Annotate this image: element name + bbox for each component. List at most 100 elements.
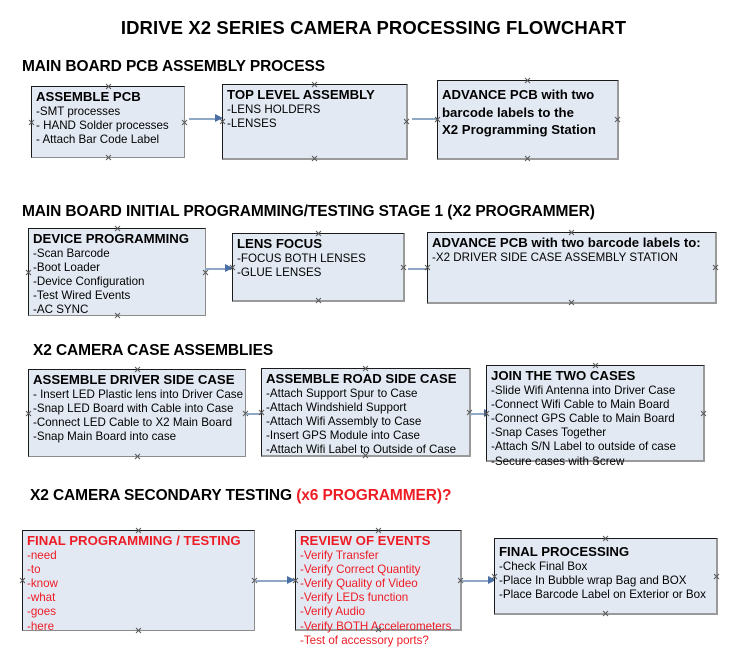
connection-handle-right[interactable] [614,116,621,123]
box-line: -LENSES [227,116,277,130]
connection-handle-right[interactable] [700,410,707,417]
box-line: -Verify BOTH Accelerometers [300,619,452,633]
connection-handle-left[interactable] [424,264,431,271]
box-line: -Snap Main Board into case [33,430,177,444]
box-line-overflow: -Test of accessory ports? [300,633,429,647]
box-line: -AC SYNC [33,303,89,317]
box-line: -Scan Barcode [33,246,110,260]
box-line: -Insert GPS Module into Case [266,429,421,443]
box-line: -Place Barcode Label on Exterior or Box [499,587,706,601]
box-title: LENS FOCUS [237,236,322,251]
box-review-of-events[interactable]: REVIEW OF EVENTS -Verify Transfer -Verif… [292,530,464,647]
box-body: -SMT processes - HAND Solder processes -… [36,105,181,148]
box-body: -Verify Transfer -Verify Correct Quantit… [300,549,457,648]
connection-handle-top[interactable] [524,77,531,84]
connection-handle-left[interactable] [292,577,299,584]
connection-handle-left[interactable] [28,119,35,126]
connection-handle-right[interactable] [202,269,209,276]
box-body: -Check Final Box -Place In Bubble wrap B… [499,560,713,603]
connection-handle-right[interactable] [712,264,719,271]
connection-handle-right[interactable] [457,577,464,584]
box-line: -Snap LED Board with Cable into Case [33,401,234,415]
box-title: REVIEW OF EVENTS [300,533,431,548]
box-line: - Insert LED Plastic lens into Driver Ca… [33,387,244,401]
box-line: -know [27,576,58,590]
arrow-shaft [205,268,226,270]
connection-handle-left[interactable] [434,116,441,123]
box-title-line: ADVANCE PCB with two [442,87,595,102]
connection-handle-left[interactable] [219,118,226,125]
page-title: IDRIVE X2 SERIES CAMERA PROCESSING FLOWC… [120,17,627,38]
section-heading-main-board-initial-programming: MAIN BOARD INITIAL PROGRAMMING/TESTING S… [22,203,595,220]
section-heading-x2-camera-case-assemblies: X2 CAMERA CASE ASSEMBLIES [33,342,274,359]
box-title: ASSEMBLE ROAD SIDE CASE [266,371,457,386]
connection-handle-right[interactable] [400,264,407,271]
section-heading-red-note: (x6 PROGRAMMER)? [296,487,452,504]
box-line: -FOCUS BOTH LENSES [237,251,366,265]
box-line: -Place In Bubble wrap Bag and BOX [499,573,687,587]
connector-review-to-final-processing [462,576,496,585]
box-title: ASSEMBLE DRIVER SIDE CASE [33,372,235,387]
box-advance-pcb-to-driver-side-station[interactable]: ADVANCE PCB with two barcode labels to: … [427,232,717,304]
box-line: -Snap Cases Together [491,426,607,440]
connection-handle-bottom[interactable] [568,299,575,306]
connection-handle-bottom[interactable] [602,610,609,617]
connection-handle-right[interactable] [242,410,249,417]
connector-device-programming-to-lens-focus [205,264,233,273]
box-final-processing[interactable]: FINAL PROCESSING -Check Final Box -Place… [494,538,718,615]
box-assemble-driver-side-case[interactable]: ASSEMBLE DRIVER SIDE CASE - Insert LED P… [28,369,246,457]
connection-handle-left[interactable] [491,573,498,580]
connection-handle-bottom[interactable] [315,297,322,304]
box-assemble-pcb[interactable]: ASSEMBLE PCB -SMT processes - HAND Solde… [31,86,185,158]
connection-handle-bottom[interactable] [311,155,318,162]
box-join-the-two-cases[interactable]: JOIN THE TWO CASES -Slide Wifi Antenna i… [483,365,707,468]
box-line: -Attach Support Spur to Case [266,386,418,400]
box-line: -Test Wired Events [33,289,131,303]
box-assemble-road-side-case[interactable]: ASSEMBLE ROAD SIDE CASE -Attach Support … [261,368,471,457]
connection-handle-right[interactable] [251,577,258,584]
connection-handle-left[interactable] [483,410,490,417]
connection-handle-left[interactable] [19,577,26,584]
connection-handle-left[interactable] [258,409,265,416]
connection-handle-bottom[interactable] [524,155,531,162]
box-title: ASSEMBLE PCB [36,89,141,104]
box-line: -Check Final Box [499,559,588,573]
box-line: -Verify Correct Quantity [300,562,421,576]
box-line: -Device Configuration [33,274,145,288]
box-line: -Connect LED Cable to X2 Main Board [33,415,233,429]
connection-handle-top[interactable] [602,535,609,542]
box-line: -Secure cases with Screw [491,454,625,468]
connection-handle-bottom[interactable] [134,453,141,460]
box-body: -need -to -know -what -goes -here [27,549,251,634]
box-body: -LENS HOLDERS -LENSES [227,103,403,131]
connection-handle-left[interactable] [25,410,32,417]
connection-handle-left[interactable] [25,269,32,276]
box-body: - Insert LED Plastic lens into Driver Ca… [33,387,244,445]
box-line: -Connect GPS Cable to Main Board [491,411,675,425]
box-body: -Attach Support Spur to Case -Attach Win… [266,387,466,458]
section-heading-text: X2 CAMERA SECONDARY TESTING [30,487,297,504]
arrow-shaft [470,413,485,415]
box-lens-focus[interactable]: LENS FOCUS -FOCUS BOTH LENSES -GLUE LENS… [232,233,405,302]
arrow-shaft [462,580,489,582]
box-body: -Scan Barcode -Boot Loader -Device Confi… [33,247,202,318]
box-body: -FOCUS BOTH LENSES -GLUE LENSES [237,252,400,280]
box-line: -GLUE LENSES [237,265,322,279]
connection-handle-right[interactable] [713,573,720,580]
connection-handle-right[interactable] [181,119,188,126]
box-line: -LENS HOLDERS [227,102,321,116]
box-line: - HAND Solder processes [36,118,169,132]
connection-handle-bottom[interactable] [105,154,112,161]
box-device-programming[interactable]: DEVICE PROGRAMMING -Scan Barcode -Boot L… [28,228,206,316]
box-top-level-assembly[interactable]: TOP LEVEL ASSEMBLY -LENS HOLDERS -LENSES [222,84,408,160]
connection-handle-right[interactable] [466,409,473,416]
box-title-line: barcode labels to the [442,104,574,120]
connection-handle-right[interactable] [403,118,410,125]
connector-final-programming-to-review [255,576,295,585]
box-title: JOIN THE TWO CASES [491,368,636,383]
box-advance-pcb-to-x2-station[interactable]: ADVANCE PCB with two barcode labels to t… [437,80,619,160]
box-final-programming-testing[interactable]: FINAL PROGRAMMING / TESTING -need -to -k… [19,530,258,634]
box-body: -Slide Wifi Antenna into Driver Case -Co… [491,384,700,469]
connection-handle-left[interactable] [229,264,236,271]
